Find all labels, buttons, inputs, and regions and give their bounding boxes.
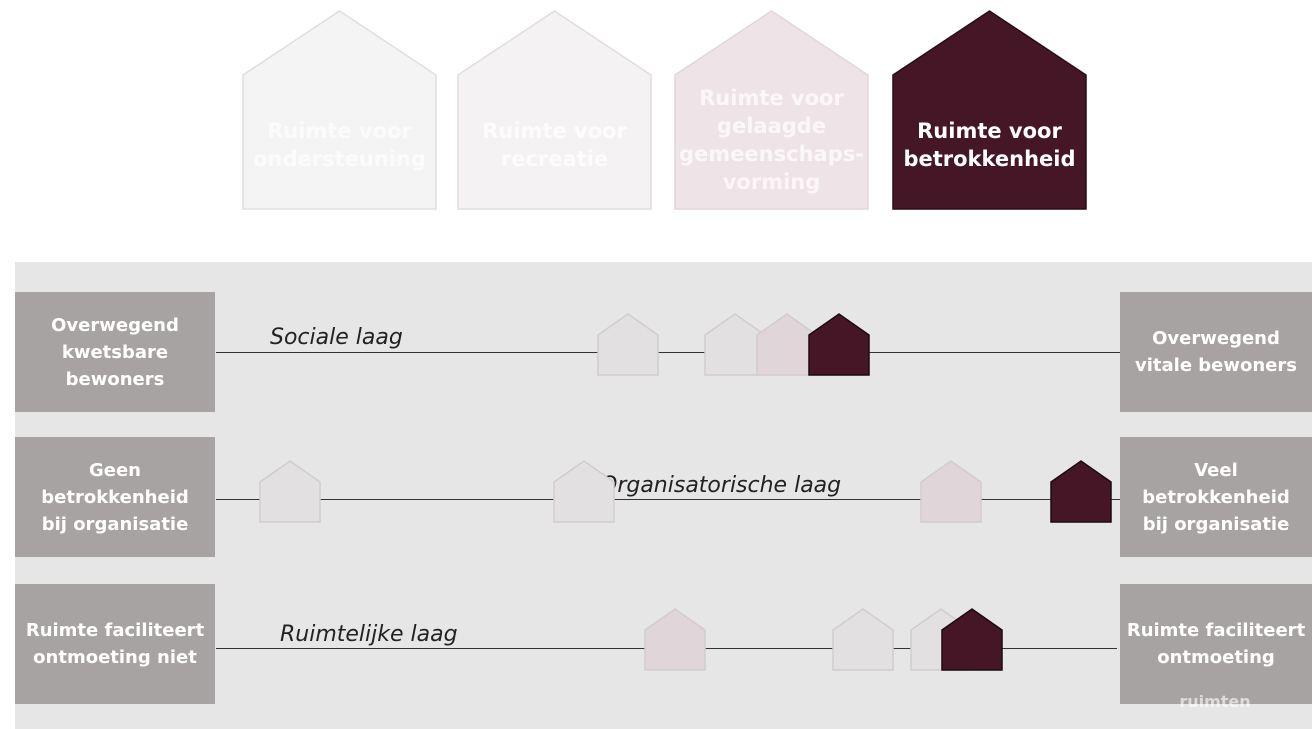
- layer-marker-gemeenschapsvorming: [644, 608, 706, 671]
- layer-marker-betrokkenheid: [1050, 460, 1112, 523]
- legend-house-label: Ruimte voor gelaagde gemeenschaps- vormi…: [679, 86, 864, 194]
- layer-marker-recreatie: [553, 460, 615, 523]
- house-shape: [259, 460, 321, 523]
- layer-name: Ruimtelijke laag: [280, 622, 458, 647]
- layer-name: Sociale laag: [270, 325, 403, 350]
- house-shape: [597, 313, 659, 376]
- layer-marker-gemeenschapsvorming: [920, 460, 982, 523]
- layer-name: Organisatorische laag: [600, 473, 842, 498]
- layer-axis-line: [216, 352, 1120, 353]
- house-shape: [808, 313, 870, 376]
- house-icon: [832, 608, 894, 671]
- legend-house-label: Ruimte voor betrokkenheid: [903, 119, 1076, 171]
- layer-marker-recreatie: [832, 608, 894, 671]
- house-shape: [832, 608, 894, 671]
- house-shape: [674, 10, 869, 210]
- house-icon: [941, 608, 1003, 671]
- layer-right-label: Overwegend vitale bewoners: [1120, 292, 1312, 412]
- house-icon: [808, 313, 870, 376]
- obscured-caption: ruimten: [1179, 692, 1251, 711]
- house-shape: [941, 608, 1003, 671]
- house-icon: [674, 10, 869, 210]
- layer-left-label: Ruimte faciliteert ontmoeting niet: [15, 584, 215, 704]
- house-shape: [457, 10, 652, 210]
- house-icon: [597, 313, 659, 376]
- house-shape: [892, 10, 1087, 210]
- house-shape: [644, 608, 706, 671]
- legend-house-betrokkenheid: Ruimte voor betrokkenheid: [892, 10, 1087, 210]
- layer-axis-line: [216, 499, 1120, 500]
- layer-right-label: Veel betrokkenheid bij organisatie: [1120, 437, 1312, 557]
- house-icon: [457, 10, 652, 210]
- legend-house-label: Ruimte voor ondersteuning: [253, 119, 426, 171]
- layer-left-label: Geen betrokkenheid bij organisatie: [15, 437, 215, 557]
- layer-right-label: Ruimte faciliteert ontmoeting: [1120, 584, 1312, 704]
- layer-marker-betrokkenheid: [941, 608, 1003, 671]
- legend-house-ondersteuning: Ruimte voor ondersteuning: [242, 10, 437, 210]
- house-shape: [553, 460, 615, 523]
- house-shape: [1050, 460, 1112, 523]
- house-icon: [553, 460, 615, 523]
- house-shape: [242, 10, 437, 210]
- house-icon: [242, 10, 437, 210]
- layer-marker-ondersteuning: [597, 313, 659, 376]
- layer-left-label: Overwegend kwetsbare bewoners: [15, 292, 215, 412]
- house-icon: [920, 460, 982, 523]
- house-icon: [259, 460, 321, 523]
- legend-house-label: Ruimte voor recreatie: [482, 119, 627, 171]
- house-icon: [1050, 460, 1112, 523]
- house-icon: [644, 608, 706, 671]
- layer-marker-betrokkenheid: [808, 313, 870, 376]
- house-shape: [920, 460, 982, 523]
- layer-marker-ondersteuning: [259, 460, 321, 523]
- house-icon: [892, 10, 1087, 210]
- legend-house-recreatie: Ruimte voor recreatie: [457, 10, 652, 210]
- legend-house-gemeenschapsvorming: Ruimte voor gelaagde gemeenschaps- vormi…: [674, 10, 869, 210]
